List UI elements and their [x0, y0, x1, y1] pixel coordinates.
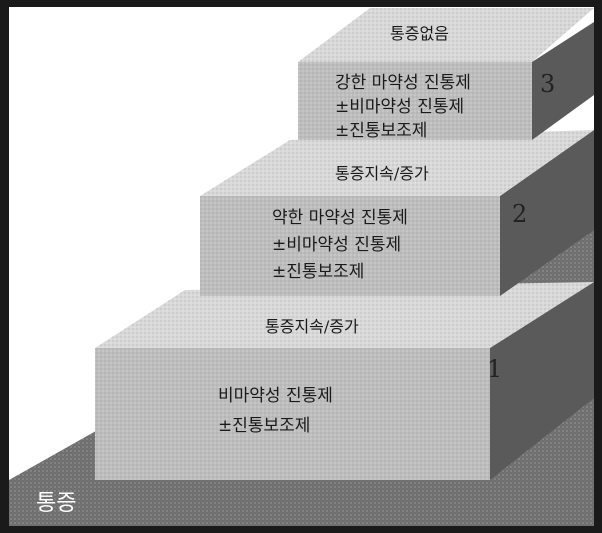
step-2-line-1: 약한 마약성 진통제: [272, 208, 408, 228]
step-2-line-3: ±진통보조제: [272, 262, 365, 282]
step-1-top-label: 통증지속/증가: [265, 317, 359, 336]
step-3-line-3: ±진통보조제: [335, 121, 428, 141]
step-2-line-2: ±비마약성 진통제: [272, 235, 402, 255]
ground-label: 통증: [36, 491, 77, 516]
step-3-line-1: 강한 마약성 진통제: [335, 73, 471, 93]
step-2-number: 2: [512, 200, 528, 228]
step-2-top-label: 통증지속/증가: [335, 164, 429, 183]
step-3-line-2: ±비마약성 진통제: [335, 97, 465, 117]
step-1-line-2: ±진통보조제: [218, 416, 311, 436]
step-3-top-label: 통증없음: [390, 24, 449, 43]
step-3-number: 3: [540, 70, 556, 98]
step-1-line-1: 비마약성 진통제: [218, 386, 333, 406]
step-1-number: 1: [487, 355, 503, 383]
